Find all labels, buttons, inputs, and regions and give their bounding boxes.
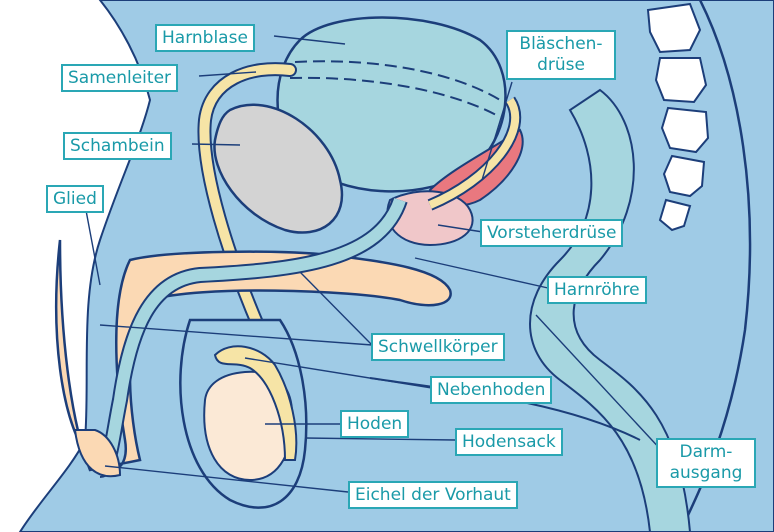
label-schambein: Schambein	[63, 132, 172, 160]
label-blaeschen-line-1: Bläschen-	[513, 34, 609, 55]
label-hoden: Hoden	[340, 410, 409, 438]
label-darm-line-1: Darm-	[663, 442, 749, 463]
label-darm-line-2: ausgang	[663, 463, 749, 484]
label-vorsteherdruese: Vorsteherdrüse	[480, 219, 623, 247]
label-eichel-der-vorhaut: Eichel der Vorhaut	[348, 481, 518, 509]
label-harnroehre: Harnröhre	[547, 276, 647, 304]
label-samenleiter: Samenleiter	[61, 64, 178, 92]
label-schwellkoerper: Schwellkörper	[371, 333, 505, 361]
label-blaeschendruese: Bläschen- drüse	[506, 30, 616, 80]
label-nebenhoden: Nebenhoden	[430, 376, 552, 404]
label-harnblase: Harnblase	[155, 24, 255, 52]
label-hodensack: Hodensack	[455, 428, 563, 456]
label-glied: Glied	[46, 185, 104, 213]
label-darmausgang: Darm- ausgang	[656, 438, 756, 488]
label-blaeschen-line-2: drüse	[513, 55, 609, 76]
